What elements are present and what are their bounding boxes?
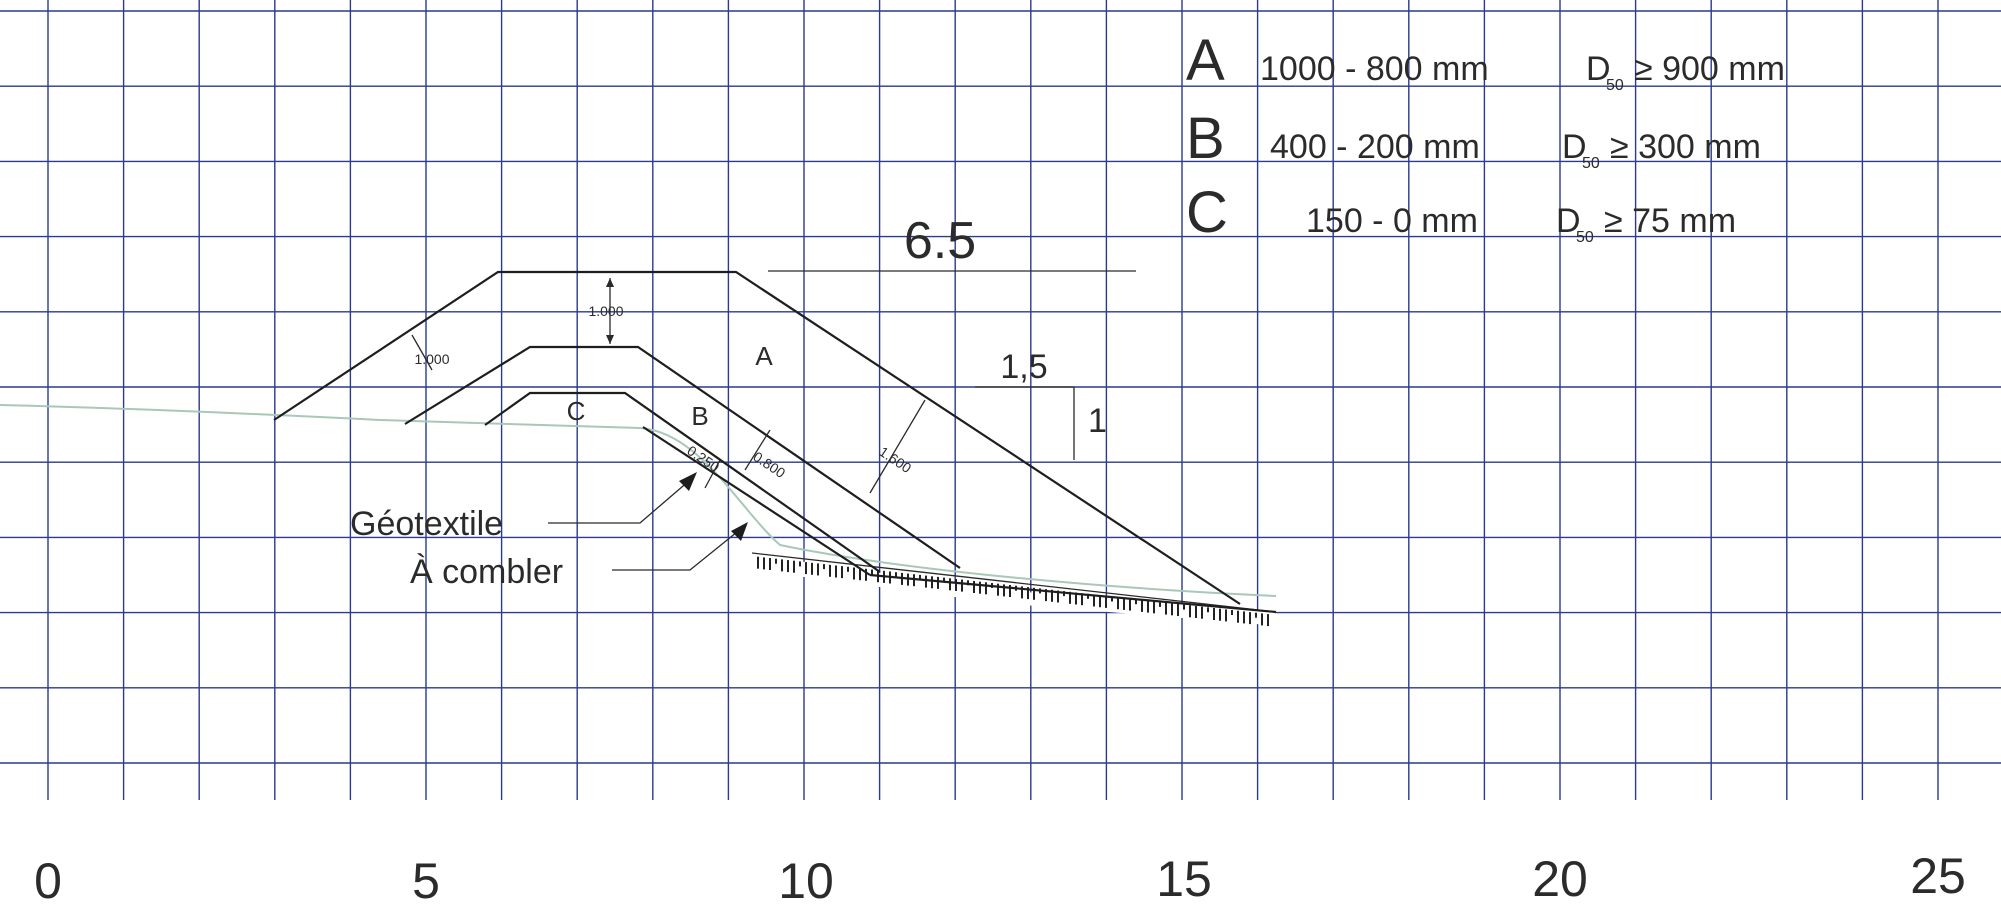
legend-d-b: D bbox=[1562, 128, 1587, 166]
axis-label-25: 25 bbox=[1910, 848, 1966, 904]
layer-c-outline bbox=[484, 391, 881, 573]
foundation-hatch bbox=[751, 552, 1277, 627]
slope-rise-label: 1 bbox=[1088, 402, 1107, 440]
axis-label-10: 10 bbox=[778, 853, 834, 909]
callout-fill: À combler bbox=[410, 522, 748, 591]
dim-a-top: 1.000 bbox=[588, 303, 623, 319]
gradation-legend: A 1000 - 800 mm D 50 ≥ 900 mm B 400 - 20… bbox=[1186, 28, 1785, 246]
callout-geotextile-label: Géotextile bbox=[350, 505, 503, 543]
legend-criterion-c: ≥ 75 mm bbox=[1604, 202, 1736, 240]
legend-range-a: 1000 - 800 mm bbox=[1260, 50, 1489, 88]
legend-range-b: 400 - 200 mm bbox=[1270, 128, 1480, 166]
hatch-marks bbox=[757, 556, 1269, 627]
legend-row-b: B 400 - 200 mm D 50 ≥ 300 mm bbox=[1186, 106, 1761, 172]
layer-a-outline bbox=[273, 270, 1241, 605]
dim-a-side: 1.000 bbox=[414, 351, 449, 367]
layer-b-outline bbox=[404, 345, 961, 569]
legend-letter-b: B bbox=[1186, 106, 1225, 171]
x-axis-labels: 0 5 10 15 20 25 bbox=[34, 848, 1966, 909]
existing-ground-line bbox=[0, 404, 1277, 597]
legend-d-a: D bbox=[1586, 50, 1611, 88]
slope-indicator: 1,5 1 bbox=[975, 348, 1107, 460]
legend-letter-c: C bbox=[1186, 180, 1228, 245]
slope-run-label: 1,5 bbox=[1000, 348, 1047, 386]
core-line bbox=[642, 426, 871, 576]
zone-label-b: B bbox=[691, 401, 708, 431]
legend-d-c: D bbox=[1556, 202, 1581, 240]
axis-label-5: 5 bbox=[412, 853, 440, 909]
legend-range-c: 150 - 0 mm bbox=[1306, 202, 1478, 240]
axis-label-20: 20 bbox=[1532, 851, 1588, 907]
callout-geotextile: Géotextile bbox=[350, 472, 697, 543]
zone-label-c: C bbox=[567, 396, 586, 426]
graph-paper-grid bbox=[0, 0, 2001, 800]
axis-label-0: 0 bbox=[34, 853, 62, 909]
legend-criterion-b: ≥ 300 mm bbox=[1610, 128, 1761, 166]
callout-fill-label: À combler bbox=[410, 553, 563, 591]
zone-label-a: A bbox=[755, 341, 773, 371]
legend-dsub-c: 50 bbox=[1576, 229, 1594, 246]
legend-dsub-b: 50 bbox=[1582, 155, 1600, 172]
axis-label-15: 15 bbox=[1156, 851, 1212, 907]
crest-width-label: 6.5 bbox=[904, 212, 976, 270]
core-bottom-line bbox=[869, 573, 1277, 614]
legend-criterion-a: ≥ 900 mm bbox=[1634, 50, 1785, 88]
legend-row-c: C 150 - 0 mm D 50 ≥ 75 mm bbox=[1186, 180, 1736, 246]
legend-row-a: A 1000 - 800 mm D 50 ≥ 900 mm bbox=[1186, 28, 1785, 94]
legend-dsub-a: 50 bbox=[1606, 77, 1624, 94]
legend-letter-a: A bbox=[1186, 28, 1225, 93]
